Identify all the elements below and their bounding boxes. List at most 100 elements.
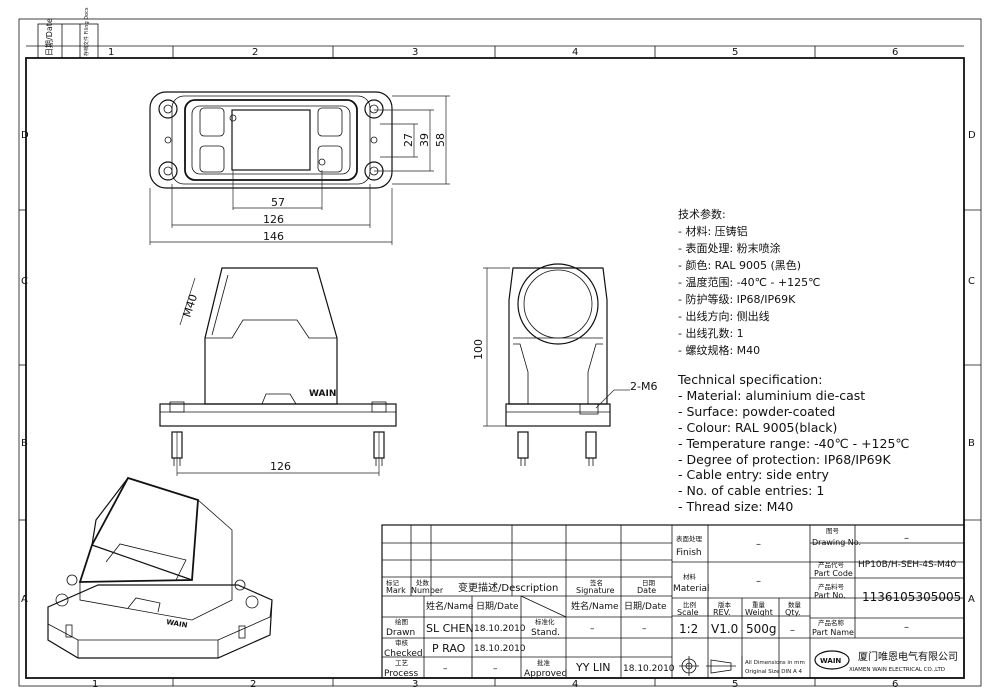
tb-rev-value: V1.0 (711, 622, 738, 636)
tb-stand-name: – (590, 624, 595, 634)
tb-number-cn: 处数 (416, 578, 430, 587)
tb-approved-cn: 批准 (537, 658, 551, 667)
tb-drawing-no-value: – (904, 533, 909, 544)
col-label-bottom-6: 6 (892, 679, 898, 690)
tb-scale-value: 1:2 (679, 622, 698, 636)
spec-cn-item: - 颜色: RAL 9005 (黑色) (678, 259, 802, 272)
tb-checked-en: Checked (384, 649, 423, 659)
spec-en-heading: Technical specification: (678, 372, 823, 387)
tb-weight-value: 500g (746, 622, 777, 636)
dim-146: 146 (263, 230, 284, 243)
col-label-bottom-4: 4 (572, 679, 578, 690)
outer-frame (18, 18, 982, 687)
iso-brand-mark: WAIN (166, 618, 188, 630)
row-label-right-d: D (968, 130, 976, 141)
tb-drawing-no-en: Drawing No. (812, 538, 861, 547)
col-label-top-3: 3 (412, 47, 418, 58)
tb-checked-cn: 审核 (395, 638, 409, 647)
spec-cn-item: - 出线方向: 侧出线 (678, 310, 770, 323)
tb-signature-en: Signature (576, 586, 615, 595)
col-label-top-6: 6 (892, 47, 898, 58)
tb-approved-name: YY LIN (575, 661, 611, 674)
title-block (381, 524, 965, 679)
tb-part-no-en: Part No. (814, 591, 846, 600)
tb-dims-note-1: All Dimensions in mm (745, 660, 805, 666)
tb-process-date: – (493, 664, 498, 674)
row-label-right-a: A (968, 594, 975, 605)
tb-process-name: – (443, 664, 448, 674)
spec-cn-heading: 技术参数: (678, 208, 726, 221)
tb-qty-value: – (790, 625, 795, 636)
projection-symbol (679, 656, 736, 676)
tb-drawn-en: Drawn (386, 628, 415, 638)
front-view (159, 267, 397, 476)
col-label-bottom-1: 1 (92, 679, 98, 690)
logo-text: WAIN (820, 657, 841, 665)
tb-name-header: 姓名/Name (426, 600, 474, 612)
tb-number-en: Number (411, 586, 444, 595)
dim-m40: M40 (180, 293, 200, 319)
tb-drawing-no-cn: 图号 (826, 527, 840, 535)
spec-en-item: - Temperature range: -40℃ - +125℃ (678, 435, 910, 451)
tb-scale-en: Scale (677, 608, 699, 617)
tb-finish-value: – (756, 539, 761, 550)
spec-en-item: - Colour: RAL 9005(black) (678, 419, 838, 435)
col-label-top-4: 4 (572, 47, 578, 58)
tb-material-en: Material (673, 584, 710, 594)
tb-weight-en: Weight (745, 608, 773, 617)
tb-stand-date: – (642, 624, 647, 634)
tb-scale-cn: 比例 (683, 600, 696, 609)
tb-part-code-en: Part Code (814, 569, 853, 578)
dim-39: 39 (418, 133, 431, 147)
col-label-bottom-5: 5 (732, 679, 738, 690)
tb-company-cn: 厦门唯恩电气有限公司 (858, 650, 958, 663)
spec-cn-item: - 材料: 压铸铝 (678, 225, 748, 238)
tb-stand-cn: 标准化 (535, 617, 555, 626)
spec-en-item: - Thread size: M40 (678, 499, 794, 515)
dim-2-m6: 2-M6 (630, 380, 657, 393)
tb-dims-note-2: Original Size DIN A 4 (745, 669, 803, 675)
spec-cn-item: - 表面处理: 粉末喷涂 (678, 242, 781, 255)
tb-part-no-cn: 产品料号 (818, 582, 845, 591)
tb-material-cn: 材料 (683, 572, 697, 581)
row-label-left-b: B (21, 438, 28, 449)
spec-en-item: - No. of cable entries: 1 (678, 483, 825, 499)
row-label-right-c: C (968, 276, 975, 287)
tb-finish-cn: 表面处理 (676, 534, 703, 543)
spec-cn-item: - 螺纹规格: M40 (678, 344, 761, 357)
spec-en-item: - Degree of protection: IP68/IP69K (678, 451, 891, 467)
col-label-top-1: 1 (108, 47, 114, 58)
dim-126-front: 126 (270, 460, 291, 473)
row-label-left-a: A (21, 594, 28, 605)
tb-part-name-en: Part Name (812, 628, 854, 637)
tb-qty-en: Qty. (785, 608, 801, 617)
tb-date-header-2: 日期/Date (624, 601, 667, 612)
side-view (483, 263, 630, 466)
tb-process-en: Process (384, 669, 418, 679)
dim-27: 27 (402, 133, 415, 147)
col-label-bottom-2: 2 (250, 679, 256, 690)
tb-process-cn: 工艺 (395, 659, 409, 667)
tb-finish-en: Finish (676, 548, 702, 558)
company-logo: WAIN (814, 650, 850, 670)
tech-spec-english: Technical specification: - Material: alu… (678, 372, 909, 515)
tb-date-en: Date (637, 586, 656, 595)
tb-rev-en: REV. (713, 608, 731, 617)
filing-margin: 日期/Date 存档文件 Filing Docs (37, 7, 99, 59)
spec-en-item: - Surface: powder-coated (678, 403, 836, 419)
row-label-left-c: C (21, 276, 28, 287)
isometric-view (47, 476, 273, 659)
filing-margin-label: 存档文件 Filing Docs (83, 7, 90, 56)
col-label-top-5: 5 (732, 47, 738, 58)
tb-signature-cn: 签名 (590, 578, 603, 587)
spec-en-item: - Material: aluminium die-cast (678, 387, 866, 403)
col-label-bottom-3: 3 (412, 679, 418, 690)
tb-weight-cn: 重量 (752, 601, 766, 609)
front-view-brand-mark: WAIN (309, 389, 336, 399)
tb-part-code-cn: 产品代号 (818, 560, 845, 569)
tb-checked-name: P RAO (432, 642, 466, 655)
tb-checked-date: 18.10.2010 (474, 644, 526, 654)
dim-126-top: 126 (263, 213, 284, 226)
tech-spec-chinese: 技术参数: - 材料: 压铸铝 - 表面处理: 粉末喷涂 - 颜色: RAL 9… (678, 206, 821, 359)
